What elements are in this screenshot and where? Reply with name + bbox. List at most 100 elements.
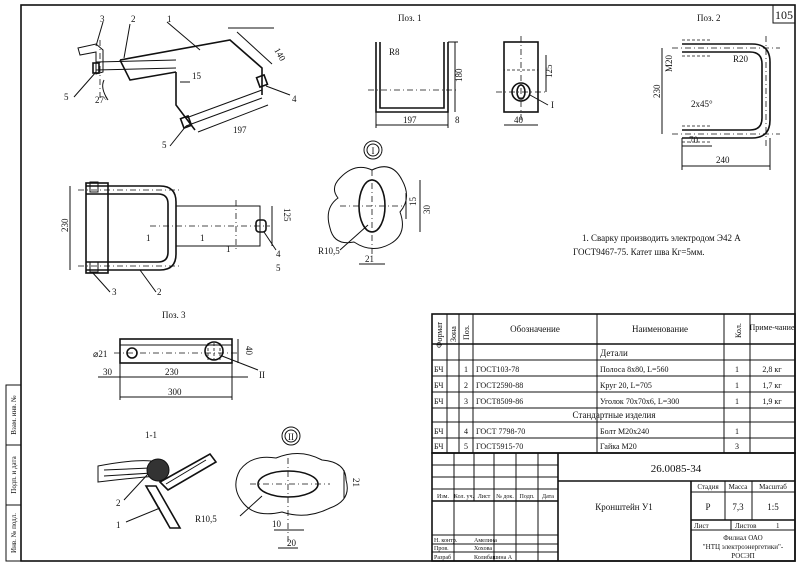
bom-cell-qty: 1	[735, 427, 739, 436]
tb-company-1: Филиал ОАО	[723, 534, 762, 542]
bom-cell-name: Круг 20, L=705	[600, 381, 652, 390]
bom-cell-note: 1,9 кг	[762, 397, 782, 406]
view-label-pos1: Поз. 1	[398, 13, 422, 23]
bom-header-pos: Поз.	[462, 325, 471, 340]
detail-II: II 21 R10,5 10 20	[195, 426, 361, 549]
side-stamp-vzam: Взам. инв. №	[10, 395, 18, 435]
table-row: БЧ 1 ГОСТ103-78 Полоса 8x80, L=560 1 2,8…	[434, 365, 782, 374]
bom-cell-qty: 1	[735, 381, 739, 390]
bom-cell-format: БЧ	[434, 397, 443, 406]
p3-leader-II: II	[259, 370, 265, 380]
bom-cell-format: БЧ	[434, 442, 443, 451]
iso-leader-4: 4	[292, 94, 297, 104]
p3-dim-dia21: ⌀21	[93, 349, 107, 359]
bom-section-standard: Стандартные изделия	[573, 410, 656, 420]
iso-leader-5a: 5	[64, 92, 69, 102]
bom-cell-designation: ГОСТ103-78	[476, 365, 519, 374]
side-stamp: Взам. инв. № Подп. и дата Инв. № подл.	[5, 384, 22, 562]
detail-I-marker: I	[372, 146, 375, 156]
plan-view: 230 125 1 1 1 3 2 4 5	[60, 181, 292, 297]
plan-leader-1a: 1	[146, 233, 151, 243]
bom-cell-qty: 3	[735, 442, 739, 451]
note-line-1: 1. Сварку производить электродом Э42 А	[582, 233, 741, 243]
tb-role-nkontr: Н. контр.	[434, 538, 458, 544]
p1-leader-I: I	[551, 100, 554, 110]
iso-dim-27: 27°	[95, 95, 108, 105]
tb-col-list: Лист	[478, 494, 491, 500]
section-leader-1: 1	[116, 520, 121, 530]
pos2-u-bolt-view: 230 M20 R20 2x45° 70 240	[652, 36, 780, 170]
p1-dim-8: 8	[455, 115, 460, 125]
iso-leader-5b: 5	[162, 140, 167, 150]
pos1-side-view: R8 180 197 8	[368, 41, 464, 128]
page-number-box	[772, 4, 796, 24]
bom-cell-designation: ГОСТ8509-86	[476, 397, 523, 406]
section-1-1: 2 1	[97, 452, 218, 530]
p2-dim-r20: R20	[733, 54, 749, 64]
tb-company-3: РОСЭП	[731, 552, 754, 560]
tb-name-razrab: Колибашина А	[474, 554, 513, 561]
iso-dim-15: 15	[192, 71, 202, 81]
tb-doc-number: 26.0085-34	[651, 463, 702, 475]
tb-title: Кронштейн У1	[595, 502, 652, 512]
bom-cell-qty: 1	[735, 365, 739, 374]
p1-dim-r8: R8	[389, 47, 400, 57]
p1-dim-125: 125	[544, 64, 554, 78]
tb-col-izm: Изм.	[437, 494, 449, 500]
iso-dim-197: 197	[233, 125, 247, 135]
detail-II-marker: II	[288, 432, 294, 442]
tb-col-podp: Подп.	[520, 494, 535, 500]
tb-name-prov: Хохова	[474, 546, 492, 552]
side-stamp-podp: Подп. и дата	[10, 455, 18, 493]
tb-mass: 7,3	[732, 502, 744, 512]
bom-cell-format: БЧ	[434, 381, 443, 390]
iso-dim-140: 140	[272, 46, 288, 63]
plan-leader-2: 2	[157, 287, 162, 297]
plan-leader-5: 5	[276, 263, 281, 273]
bom-cell-designation: ГОСТ2590-88	[476, 381, 523, 390]
table-row: БЧ 5 ГОСТ5915-70 Гайка М20 3	[434, 442, 739, 451]
bom-header-qty: Кол.	[734, 323, 743, 338]
bom-cell-designation: ГОСТ 7798-70	[476, 427, 525, 436]
table-row: БЧ 4 ГОСТ 7798-70 Болт М20x240 1	[434, 427, 739, 436]
d2-dim-r105: R10,5	[195, 514, 217, 524]
pos3-angle-view: ⌀21 40 30 230 300 II	[93, 338, 265, 400]
tb-role-razrab: Разраб	[434, 554, 451, 561]
d2-dim-20: 20	[287, 538, 297, 548]
bom-cell-note: 1,7 кг	[762, 381, 782, 390]
isometric-view: 140 15 27° 197 3 2 1 5 5 4	[64, 14, 297, 150]
p2-dim-70: 70	[689, 135, 699, 145]
plan-leader-1c: 1	[226, 244, 231, 254]
plan-leader-4: 4	[276, 249, 281, 259]
p3-dim-230: 230	[165, 367, 179, 377]
view-label-pos2: Поз. 2	[697, 13, 721, 23]
tb-company-2: "НТЦ электроэнергетики"-	[703, 543, 784, 551]
d1-dim-21: 21	[365, 254, 374, 264]
bom-cell-pos: 3	[464, 397, 468, 406]
bom-table: Формат Зона Поз. Обозначение Наименовани…	[431, 313, 796, 454]
p3-dim-30: 30	[103, 367, 113, 377]
bom-cell-format: БЧ	[434, 365, 443, 374]
page-number: 105	[775, 8, 793, 22]
p2-dim-230: 230	[652, 84, 662, 98]
view-label-pos3: Поз. 3	[162, 310, 186, 320]
bom-cell-format: БЧ	[434, 427, 443, 436]
p1-dim-40: 40	[514, 115, 524, 125]
iso-leader-1: 1	[167, 14, 172, 24]
bom-section-details: Детали	[600, 348, 628, 358]
p2-dim-chamfer: 2x45°	[691, 99, 713, 109]
tb-col-kolu: Кол. уч.	[454, 494, 475, 500]
section-leader-2: 2	[116, 498, 121, 508]
bom-header-designation: Обозначение	[510, 324, 560, 334]
d2-dim-10: 10	[272, 519, 282, 529]
plan-leader-3: 3	[112, 287, 117, 297]
bom-cell-pos: 5	[464, 442, 468, 451]
detail-I: I 15 30 R10,5 21	[318, 140, 432, 265]
bom-header-format: Формат	[435, 321, 444, 348]
sheet-frame	[20, 4, 796, 562]
p1-dim-197: 197	[403, 115, 417, 125]
d1-dim-r105: R10,5	[318, 246, 340, 256]
bom-cell-pos: 2	[464, 381, 468, 390]
tb-stage-label: Стадия	[697, 483, 719, 491]
